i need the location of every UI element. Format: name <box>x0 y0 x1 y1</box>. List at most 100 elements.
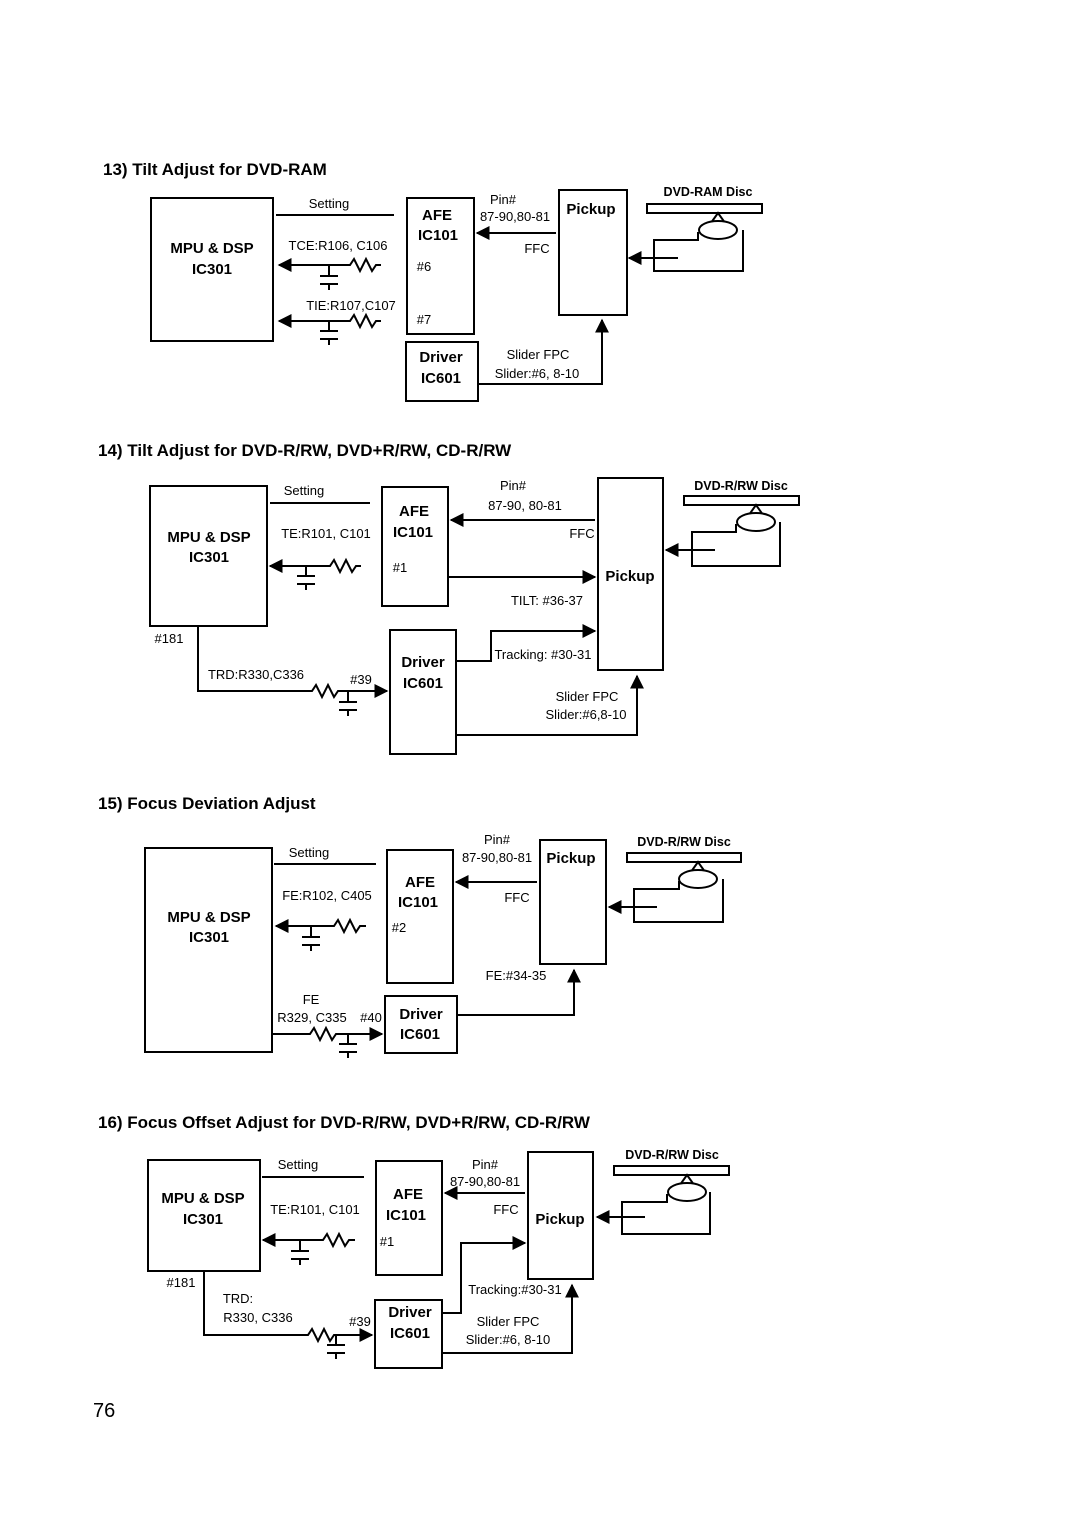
driver-block <box>374 1299 443 1369</box>
component-label: TIE:R107,C107 <box>306 298 396 313</box>
disc-shape <box>613 1165 730 1176</box>
component-label: R330, C336 <box>223 1310 292 1325</box>
lens-ellipse <box>667 1182 707 1202</box>
pin-label: #39 <box>350 672 372 687</box>
driver-ic-label: IC601 <box>400 1026 440 1043</box>
lens-ellipse <box>678 869 718 889</box>
setting-label: Setting <box>278 1157 318 1172</box>
pin-header: Pin# <box>490 192 517 207</box>
fe-arrow <box>457 968 581 1016</box>
tracking-arrow <box>456 624 597 662</box>
pickup-label: Pickup <box>546 850 595 867</box>
page-number: 76 <box>93 1400 116 1422</box>
setting-label: Setting <box>289 845 329 860</box>
disc-label: DVD-RAM Disc <box>664 185 753 199</box>
pickup-block <box>597 477 664 671</box>
disc-label: DVD-R/RW Disc <box>637 835 731 849</box>
fe-pins-label: FE:#34-35 <box>486 968 547 983</box>
afe-block <box>375 1160 443 1276</box>
disc-shape <box>626 852 742 863</box>
pin-label: #7 <box>417 312 431 327</box>
section-14: 14) Tilt Adjust for DVD-R/RW, DVD+R/RW, … <box>98 441 800 755</box>
component-label: TE:R101, C101 <box>281 526 371 541</box>
afe-label: AFE <box>422 207 452 224</box>
section-15: 15) Focus Deviation Adjust MPU & DSP IC3… <box>98 794 742 1058</box>
resistor-symbol <box>345 256 381 274</box>
fe-label: FE <box>303 992 320 1007</box>
mpu-ic-label: IC301 <box>189 929 229 946</box>
component-label: TE:R101, C101 <box>270 1202 360 1217</box>
setting-label: Setting <box>309 196 349 211</box>
driver-label: Driver <box>419 349 463 366</box>
mpu-dsp-block <box>144 847 273 1053</box>
slider-pins-label: Slider:#6,8-10 <box>546 707 627 722</box>
pin-header: Pin# <box>484 832 511 847</box>
slider-arrow <box>442 1283 579 1354</box>
mpu-ic-label: IC301 <box>192 261 232 278</box>
afe-label: AFE <box>405 874 435 891</box>
mpu-label: MPU & DSP <box>170 240 253 257</box>
wire <box>197 626 306 692</box>
component-label: FE:R102, C405 <box>282 888 372 903</box>
section-title: 16) Focus Offset Adjust for DVD-R/RW, DV… <box>98 1113 591 1132</box>
slider-fpc-label: Slider FPC <box>507 347 570 362</box>
pickup-label: Pickup <box>535 1211 584 1228</box>
slider-arrow <box>456 674 644 736</box>
pickup-block <box>527 1151 594 1280</box>
resistor-symbol <box>306 682 343 700</box>
afe-ic-label: IC101 <box>386 1207 426 1224</box>
afe-ic-label: IC101 <box>393 524 433 541</box>
pin-header: Pin# <box>472 1157 499 1172</box>
mpu-dsp-block <box>147 1159 261 1272</box>
afe-ic-label: IC101 <box>398 894 438 911</box>
afe-block <box>406 197 475 335</box>
pin-range: 87-90,80-81 <box>450 1174 520 1189</box>
mpu-dsp-block <box>150 197 274 342</box>
section-title: 13) Tilt Adjust for DVD-RAM <box>103 160 327 179</box>
mpu-pin-label: #181 <box>155 631 184 646</box>
lens-ellipse <box>736 512 776 532</box>
pickup-block <box>539 839 607 965</box>
component-label: R329, C335 <box>277 1010 346 1025</box>
mpu-label: MPU & DSP <box>161 1190 244 1207</box>
pickup-label: Pickup <box>566 201 615 218</box>
pickup-label: Pickup <box>605 568 654 585</box>
section-title: 14) Tilt Adjust for DVD-R/RW, DVD+R/RW, … <box>98 441 512 460</box>
pin-label: #6 <box>417 259 431 274</box>
resistor-symbol <box>326 557 361 575</box>
pin-range: 87-90,80-81 <box>462 850 532 865</box>
section-title: 15) Focus Deviation Adjust <box>98 794 316 813</box>
pin-range: 87-90,80-81 <box>480 209 550 224</box>
ffc-label: FFC <box>493 1202 518 1217</box>
driver-ic-label: IC601 <box>403 675 443 692</box>
pickup-outline <box>633 879 724 923</box>
driver-block <box>384 995 458 1054</box>
mpu-dsp-block <box>149 485 268 627</box>
disc-shape <box>646 203 763 214</box>
tracking-arrow <box>442 1236 527 1314</box>
slider-fpc-label: Slider FPC <box>477 1314 540 1329</box>
driver-block <box>389 629 457 755</box>
lens-ellipse <box>698 220 738 240</box>
tracking-label: Tracking:#30-31 <box>468 1282 561 1297</box>
tracking-label: Tracking: #30-31 <box>494 647 591 662</box>
slider-pins-label: Slider:#6, 8-10 <box>466 1332 551 1347</box>
resistor-symbol <box>329 917 366 935</box>
slider-arrow <box>478 318 609 385</box>
component-label: TRD:R330,C336 <box>208 667 304 682</box>
pin-range: 87-90, 80-81 <box>488 498 562 513</box>
setting-label: Setting <box>284 483 324 498</box>
pin-label: #2 <box>392 920 406 935</box>
driver-ic-label: IC601 <box>421 370 461 387</box>
component-label: TCE:R106, C106 <box>289 238 388 253</box>
pickup-block <box>558 189 628 316</box>
driver-block <box>405 341 479 402</box>
mpu-pin-label: #181 <box>167 1275 196 1290</box>
ffc-label: FFC <box>524 241 549 256</box>
ffc-label: FFC <box>569 526 594 541</box>
driver-ic-label: IC601 <box>390 1325 430 1342</box>
pin-header: Pin# <box>500 478 527 493</box>
pin-label: #40 <box>360 1010 382 1025</box>
tilt-label: TILT: #36-37 <box>511 593 583 608</box>
